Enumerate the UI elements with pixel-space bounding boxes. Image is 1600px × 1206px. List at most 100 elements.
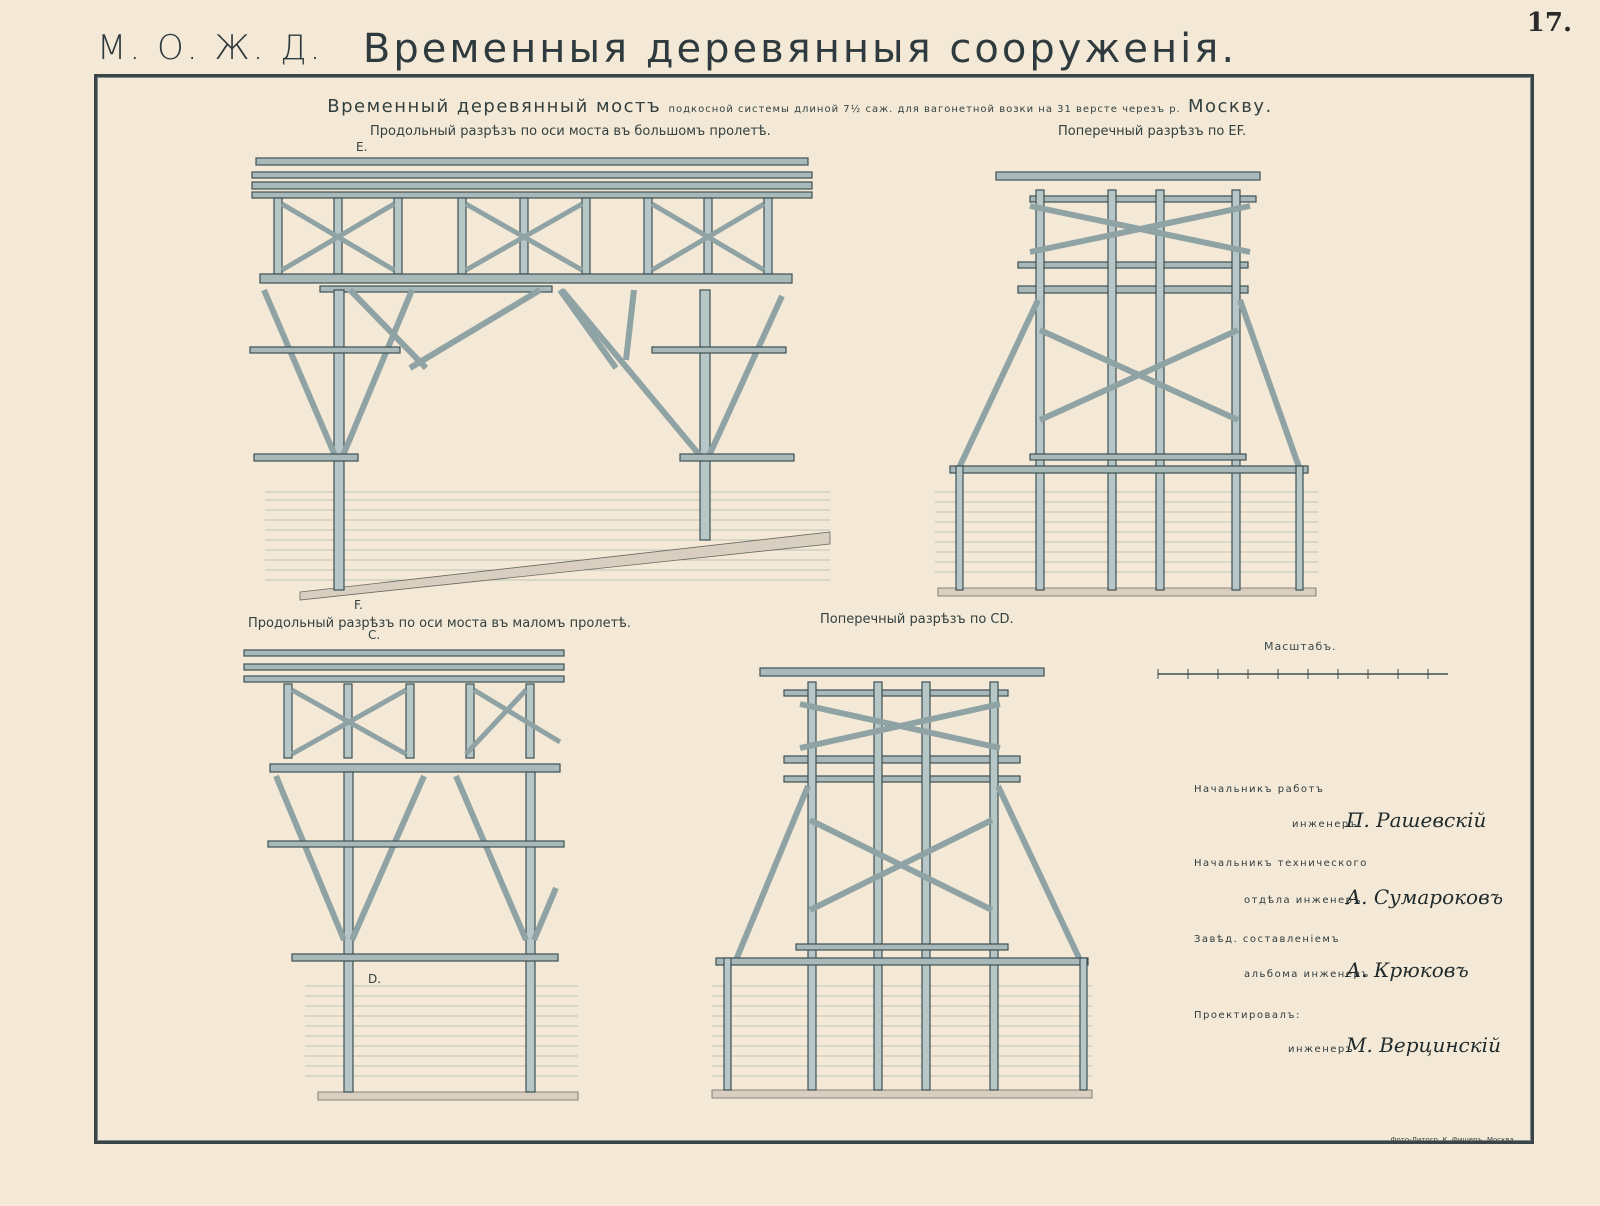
cross-braces (733, 701, 1083, 962)
truss-post (457, 197, 467, 275)
outer-pile (955, 465, 964, 591)
truss-post (465, 683, 475, 759)
ground-sill (949, 465, 1309, 474)
section-letter-e: E. (356, 140, 368, 154)
view-longitudinal-small (243, 649, 579, 1101)
sill (1029, 453, 1247, 461)
tie (267, 840, 565, 848)
cross-braces (955, 203, 1303, 472)
cap-top (1029, 195, 1257, 203)
cap-top (783, 689, 1009, 697)
credit-signature-2: А. Сумароковъ (1346, 885, 1504, 909)
section-letter-c: C. (368, 628, 381, 642)
deck (759, 667, 1045, 677)
riverbed (937, 587, 1317, 597)
sill-left (253, 453, 359, 462)
water-lines (712, 985, 1092, 1077)
view-longitudinal-large (249, 157, 831, 601)
stringer-upper (251, 181, 813, 190)
truss-post (763, 197, 773, 275)
sill-right (679, 453, 795, 462)
pile (873, 681, 883, 1091)
pier-struts (273, 774, 559, 942)
corbel (319, 285, 553, 293)
section-letter-d: D. (368, 972, 382, 986)
pile (807, 681, 817, 1091)
railing-top (255, 157, 809, 166)
drawing-frame (94, 74, 1534, 1144)
pile (921, 681, 931, 1091)
water-lines (935, 491, 1318, 573)
subtitle-middle: подкосной системы длиной 7½ саж. для ваг… (668, 104, 1181, 115)
cap-mid (1017, 261, 1249, 269)
sheet-title: Временныя деревянныя сооруженiя. (362, 26, 1238, 72)
header-initials: М. О. Ж. Д. (97, 28, 324, 68)
outer-pile (723, 957, 732, 1091)
upper-x-braces (290, 687, 562, 757)
credit-signature-3: А. Крюковъ (1346, 958, 1469, 982)
view-label-cross-ef: Поперечный разрѣзъ по EF. (1058, 124, 1247, 139)
pile (989, 681, 999, 1091)
riverbed (299, 531, 831, 601)
scale-bar (1157, 669, 1448, 679)
sill (291, 953, 559, 962)
truss-post (643, 197, 653, 275)
pier-left (343, 771, 354, 1093)
scale-label: Масштабъ. (1264, 640, 1337, 653)
riverbed (711, 1089, 1093, 1099)
truss-post (581, 197, 591, 275)
upper-x-braces (280, 201, 766, 273)
pier-right (699, 289, 711, 541)
riverbed (317, 1091, 579, 1101)
cap-beam (259, 273, 793, 284)
printer-imprint: Фото-Литогр. К. Фишеръ, Москва. (1390, 1136, 1516, 1144)
deck-planks (243, 663, 565, 671)
view-label-cross-cd: Поперечный разрѣзъ по CD. (820, 612, 1014, 627)
ground-sill (715, 957, 1089, 966)
cap-beam (269, 763, 561, 773)
pier-left (333, 289, 345, 591)
pier-right (525, 771, 536, 1093)
credit-prefix-2: отдѣла инженеръ (1244, 895, 1363, 906)
deck (995, 171, 1261, 181)
credit-signature-4: М. Верцинскiй (1346, 1033, 1501, 1057)
pile (1155, 189, 1165, 591)
truss-post (393, 197, 403, 275)
credit-role-4: Проектировалъ: (1194, 1010, 1301, 1021)
view-cross-cd (711, 667, 1093, 1099)
pile (1035, 189, 1045, 591)
subtitle-end: Москву. (1187, 96, 1273, 117)
subtitle-main: Временный деревянный мостъ (327, 96, 662, 117)
credit-role-3: Завѣд. составленiемъ (1194, 934, 1341, 945)
drawing-subtitle: Временный деревянный мостъ подкосной сис… (0, 96, 1600, 117)
deck-planks (251, 171, 813, 179)
pier-struts (261, 287, 785, 460)
page-number: 17. (1526, 8, 1572, 38)
cap-mid (783, 755, 1021, 764)
view-label-longitudinal-small: Продольный разрѣзъ по оси моста въ малом… (248, 616, 632, 631)
credit-prefix-4: инженеръ (1288, 1044, 1355, 1055)
credit-role-1: Начальникъ работъ (1194, 784, 1325, 795)
railing-top (243, 649, 565, 657)
truss-post (405, 683, 415, 759)
sill (795, 943, 1009, 951)
stringer-lower (251, 191, 813, 199)
truss-post (273, 197, 283, 275)
section-letter-f: F. (354, 598, 363, 612)
pile (1231, 189, 1241, 591)
tie-left (249, 346, 401, 354)
stringer (243, 675, 565, 683)
credit-prefix-1: инженеръ (1292, 819, 1359, 830)
credit-signature-1: П. Рашевскiй (1346, 808, 1487, 832)
water-lines (265, 491, 830, 581)
credit-role-2: Начальникъ технического (1194, 858, 1368, 869)
truss-post (283, 683, 293, 759)
credit-prefix-3: альбома инженеръ (1244, 969, 1370, 980)
view-cross-ef (935, 171, 1318, 597)
outer-pile (1295, 465, 1304, 591)
cap-lower (783, 775, 1021, 783)
cap-lower (1017, 285, 1249, 294)
view-label-longitudinal-large: Продольный разрѣзъ по оси моста въ больш… (370, 124, 771, 139)
outer-pile (1079, 957, 1088, 1091)
